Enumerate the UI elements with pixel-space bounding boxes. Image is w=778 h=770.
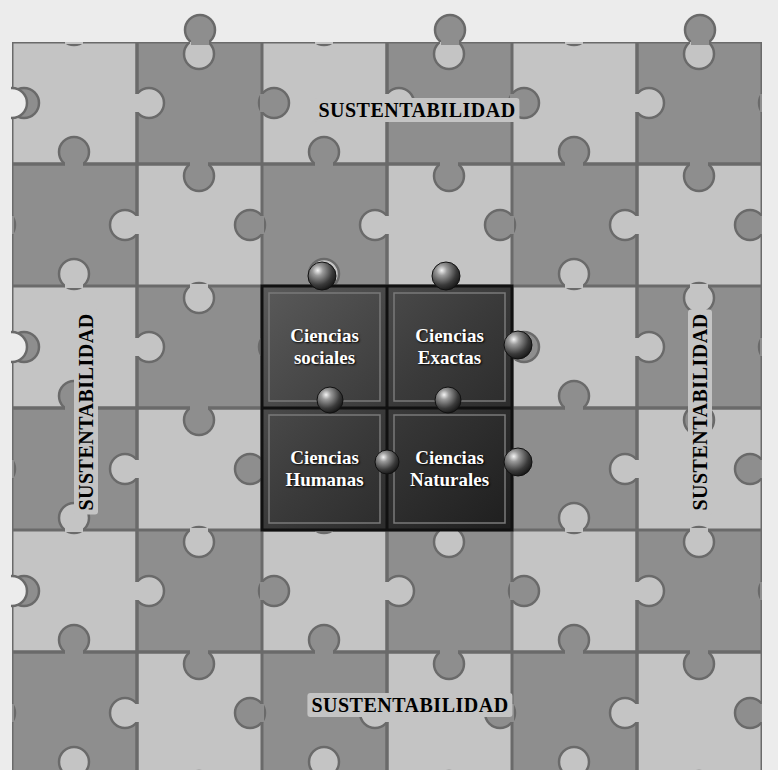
theme-label: SUSTENTABILIDAD [307,693,512,717]
puzzle-grid [12,42,762,770]
theme-label: SUSTENTABILIDAD [314,98,519,122]
puzzle-piece: Ciencias Humanas [262,408,387,530]
puzzle-piece: Ciencias Exactas [387,286,512,408]
puzzle-piece: Ciencias sociales [262,286,387,408]
piece-label: Ciencias sociales [273,325,377,369]
theme-label: SUSTENTABILIDAD [688,309,712,514]
piece-label: Ciencias Humanas [273,447,377,491]
puzzle-piece: Ciencias Naturales [387,408,512,530]
edge-knobs [185,15,715,45]
theme-label: SUSTENTABILIDAD [74,309,98,514]
piece-label: Ciencias Exactas [398,325,502,369]
piece-label: Ciencias Naturales [398,447,502,491]
central-pieces [262,262,532,530]
